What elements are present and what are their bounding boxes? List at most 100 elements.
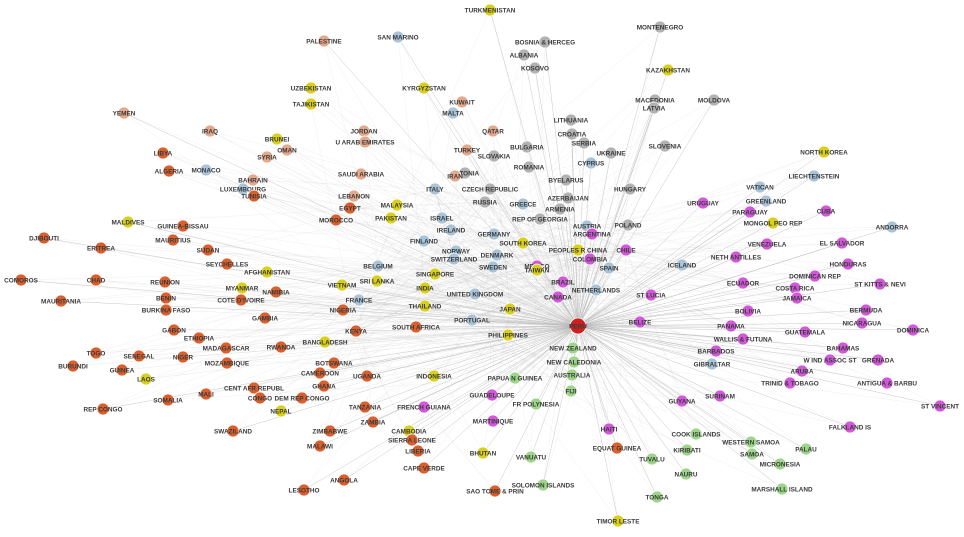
node-label: ANTIGUA & BARBU (857, 380, 917, 387)
edge-nigeria-uganda (342, 309, 368, 377)
node-label: LITHUANIA (554, 117, 589, 124)
node-botswana: BOTSWANA (315, 356, 353, 370)
node-label: LIBERIA (405, 448, 431, 455)
node-israel: ISRAEL (430, 211, 454, 225)
node-new-zealand: NEW ZEALAND (549, 341, 597, 355)
node-circle (602, 422, 616, 436)
node-circle (516, 197, 530, 211)
edge-peoples-r-china-french-guiana (423, 249, 579, 408)
edge-peru-israel (441, 217, 579, 327)
node-label: GIBRALTAR (694, 361, 731, 368)
edge-france-united-kingdom (358, 293, 476, 301)
node-north-korea: NORTH KOREA (800, 145, 848, 159)
edge-canada-aruba (557, 296, 803, 372)
edge-peru-morocco (335, 219, 579, 327)
edge-spain-mauritania (60, 267, 610, 302)
node-el-salvador: EL SALVADOR (820, 236, 865, 250)
edge-portugal-timor-leste (471, 319, 619, 522)
node-circle (644, 288, 658, 302)
edge-peru-mongol-peo-rep (577, 222, 774, 327)
edge-peru-kyrgyzstan (423, 87, 579, 327)
node-switzerland: SWITZERLAND (431, 252, 478, 266)
node-label: TUVALU (639, 456, 665, 463)
node-circle (798, 325, 812, 339)
edge-peru-aruba (577, 325, 803, 372)
node-label: PEOPLES R CHINA (549, 247, 608, 254)
edge-peru-surinam (577, 325, 721, 397)
node-circle (162, 164, 176, 178)
edge-canada-papua-n-guinea (514, 296, 559, 379)
node-grenada: GRENADA (862, 353, 895, 367)
node-italy: ITALY (426, 182, 444, 196)
node-circle (859, 303, 873, 317)
edge-peru-antigua-and-barbu (577, 325, 888, 384)
edge-netherlands-bahamas (595, 289, 844, 349)
node-label: ISRAEL (430, 215, 454, 222)
node-peoples-r-china: PEOPLES R CHINA (549, 243, 608, 257)
edge-nigeria-congo (259, 309, 344, 399)
node-circle (707, 93, 721, 107)
node-label: CHAD (87, 277, 106, 284)
edge-peru-liechtenstein (577, 175, 815, 327)
node-label: TAIWAN (525, 267, 550, 274)
node-label: ARMENIA (545, 206, 575, 213)
node-japan: JAPAN (499, 302, 521, 316)
edge-peru-tonga (577, 325, 658, 498)
edge-peru-united-kingdom (474, 293, 579, 327)
node-label: BOTSWANA (315, 360, 353, 367)
node-circle (335, 278, 349, 292)
edge-south-africa-bhutan (415, 326, 484, 454)
edge-australia-reunion (164, 281, 573, 376)
node-label: MAURITIUS (155, 237, 191, 244)
edge-mexico-bosnia-and-herceg (536, 41, 546, 267)
node-circle (349, 324, 363, 338)
node-circle (139, 372, 153, 386)
node-circle (841, 257, 855, 271)
edge-peru-kiribati (577, 325, 688, 451)
node-st-kitts-and-nevi: ST KITTS & NEVI (854, 277, 906, 291)
edge-colombia-macedonia (589, 99, 656, 260)
edge-peru-nigeria (342, 309, 579, 327)
node-label: TUNISIA (241, 193, 267, 200)
node-label: BHUTAN (470, 450, 497, 457)
edge-nigeria-eritrea (100, 247, 344, 311)
node-maldives: MALDIVES (111, 215, 145, 229)
edge-russia-norway (455, 201, 486, 252)
node-cuba: CUBA (817, 204, 836, 218)
node-rep-congo: REP CONGO (84, 402, 122, 416)
node-bolivia: BOLIVIA (735, 304, 761, 318)
node-circle (933, 399, 947, 413)
node-label: GUADELOUPE (469, 392, 515, 399)
edge-mexico-liberia (417, 265, 538, 452)
node-label: SPAIN (599, 265, 618, 272)
node-label: REP OF GEORGIA (512, 216, 568, 223)
node-label: MONGOL PEO REP (744, 220, 804, 227)
edge-india-argentina (424, 233, 593, 289)
node-fr-polynesia: FR POLYNESIA (513, 397, 560, 411)
node-label: BARBADOS (698, 348, 736, 355)
edge-belgium-fiji (377, 265, 572, 392)
edge-south-africa-chad (95, 279, 417, 328)
edge-canada-ethiopia (198, 296, 559, 339)
edge-canada-neth-antilles (557, 256, 737, 298)
node-circle (775, 482, 789, 496)
edge-portugal-haiti (471, 319, 610, 430)
node-circle (843, 420, 857, 434)
edge-sweden-andorra (492, 226, 893, 268)
edge-argentina-st-vincent (591, 233, 941, 407)
node-zambia: ZAMBIA (361, 415, 386, 429)
edge-peru-iceland (577, 264, 683, 327)
node-circle (176, 350, 190, 364)
node-surinam: SURINAM (705, 389, 735, 403)
node-circle (247, 381, 261, 395)
node-circle (679, 467, 693, 481)
edge-russia-italy (434, 188, 486, 203)
edge-peru-rep-of-georgia (539, 218, 579, 327)
edge-mexico-ecuador (536, 265, 744, 284)
edge-russia-sudan (207, 201, 486, 251)
node-label: EGYPT (339, 205, 361, 212)
edge-peoples-r-china-timor-leste (577, 249, 619, 522)
node-circle (577, 136, 591, 150)
edge-france-st-lucia (358, 294, 652, 301)
node-san-marino: SAN MARINO (377, 30, 419, 44)
